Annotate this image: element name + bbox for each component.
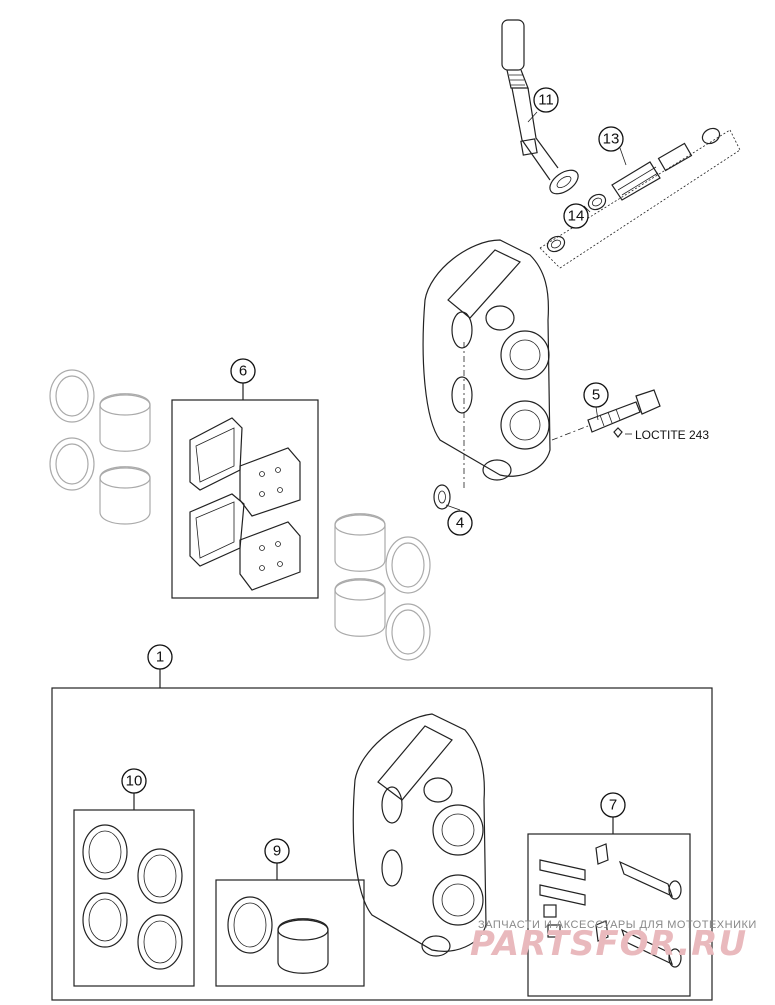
callout-7: 7 bbox=[600, 792, 626, 818]
piston-kit bbox=[215, 863, 365, 987]
svg-text:1: 1 bbox=[156, 649, 164, 666]
svg-text:13: 13 bbox=[603, 131, 620, 148]
loctite-note: LOCTITE 243 bbox=[635, 428, 709, 442]
svg-text:4: 4 bbox=[456, 515, 464, 532]
svg-text:7: 7 bbox=[609, 797, 617, 814]
seals-and-pistons-right bbox=[334, 513, 431, 661]
svg-text:6: 6 bbox=[239, 363, 247, 380]
brake-line bbox=[501, 19, 579, 195]
seal-kit bbox=[73, 793, 195, 987]
seals-and-pistons-left bbox=[49, 369, 151, 525]
brake-pads bbox=[171, 383, 319, 599]
caliper-kit-box bbox=[51, 669, 713, 1001]
caliper-bolt bbox=[551, 389, 661, 441]
callout-6: 6 bbox=[230, 358, 256, 384]
svg-text:14: 14 bbox=[568, 208, 585, 225]
callout-14: 14 bbox=[563, 203, 589, 229]
leader-lines bbox=[445, 111, 632, 511]
banjo-bolt-assembly bbox=[539, 127, 741, 269]
pin-kit bbox=[527, 817, 691, 997]
callout-5: 5 bbox=[583, 382, 609, 408]
callout-1: 1 bbox=[147, 644, 173, 670]
callout-11: 11 bbox=[533, 87, 559, 113]
callout-10: 10 bbox=[121, 768, 147, 794]
callout-13: 13 bbox=[598, 126, 624, 152]
washer bbox=[433, 484, 451, 510]
callout-4: 4 bbox=[447, 510, 473, 536]
watermark-tagline: ЗАПЧАСТИ И АКСЕССУАРЫ ДЛЯ МОТОТЕХНИКИ bbox=[478, 919, 757, 931]
watermark-logo: PARTSFOR.RU bbox=[470, 924, 747, 964]
caliper-lower bbox=[352, 713, 487, 957]
svg-text:9: 9 bbox=[273, 843, 281, 860]
callout-9: 9 bbox=[264, 838, 290, 864]
caliper-upper bbox=[422, 239, 551, 490]
svg-text:5: 5 bbox=[592, 387, 600, 404]
svg-text:11: 11 bbox=[538, 92, 554, 109]
svg-text:10: 10 bbox=[126, 773, 143, 790]
